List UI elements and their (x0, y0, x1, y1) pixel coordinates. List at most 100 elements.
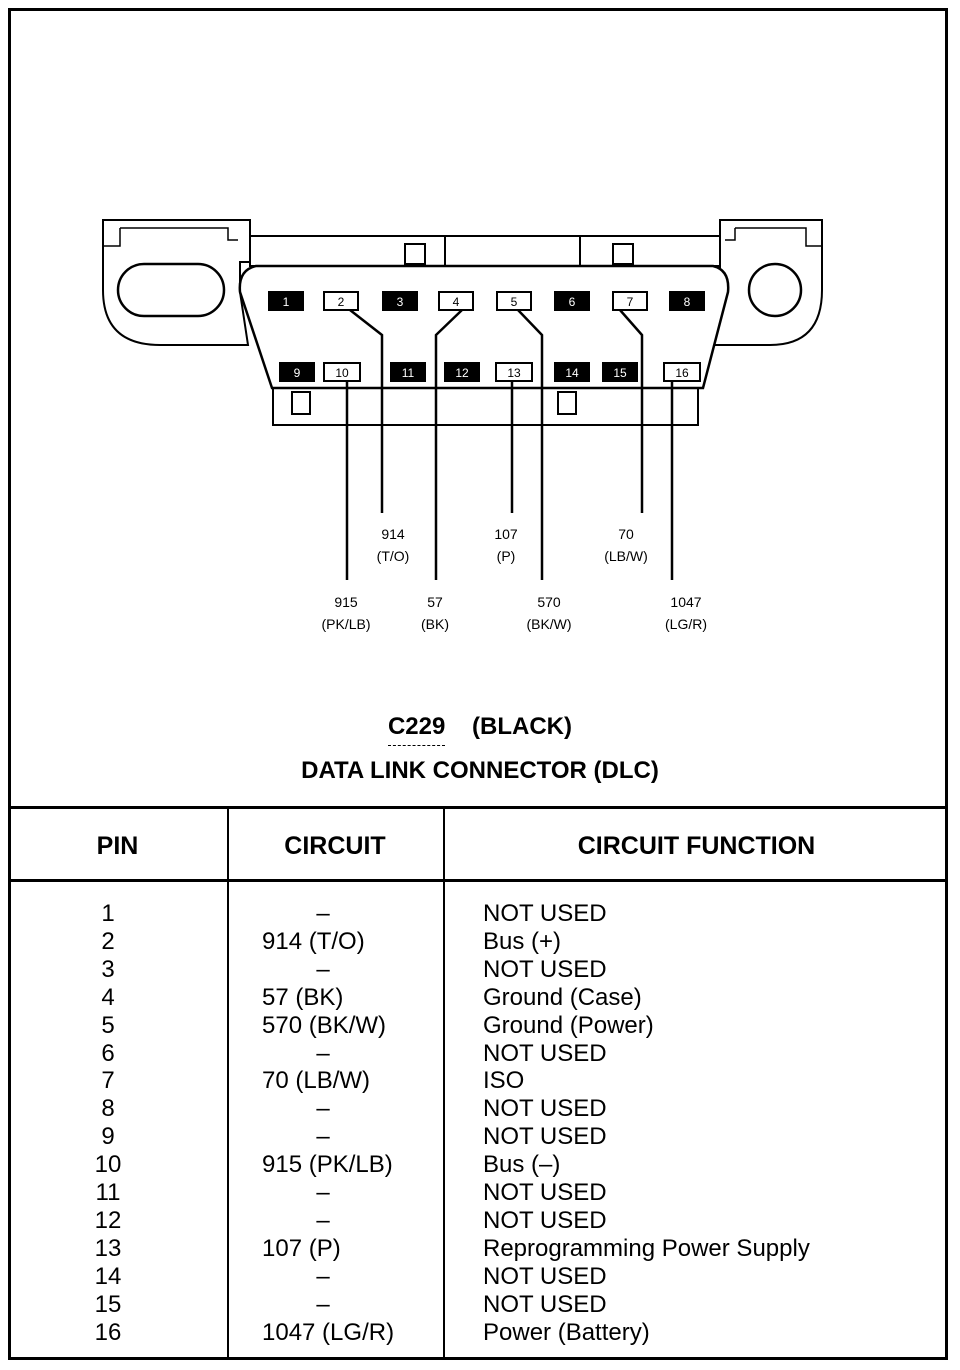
connector-id: C229 (387, 713, 446, 740)
table-row: 13 107 (P) Reprogramming Power Supply (8, 1235, 948, 1263)
table-row: 16 1047 (LG/R) Power (Battery) (8, 1319, 948, 1347)
pin-7: 7 (612, 291, 648, 311)
row-function: NOT USED (483, 955, 607, 983)
row-circuit: – (316, 1262, 330, 1290)
row-pin: 9 (101, 1123, 115, 1151)
svg-text:57: 57 (427, 594, 443, 610)
table-row: 10 915 (PK/LB) Bus (–) (8, 1151, 948, 1179)
svg-text:(P): (P) (497, 548, 516, 564)
svg-text:(PK/LB): (PK/LB) (321, 616, 370, 632)
svg-text:914: 914 (381, 526, 405, 542)
wire-label-57: 57 (BK) (421, 594, 449, 632)
table-header-divider (8, 879, 948, 882)
svg-text:1047: 1047 (670, 594, 701, 610)
svg-text:14: 14 (565, 366, 579, 380)
svg-text:(BK): (BK) (421, 616, 449, 632)
svg-text:6: 6 (569, 295, 576, 309)
row-function: Bus (–) (483, 1151, 561, 1179)
svg-text:10: 10 (335, 366, 349, 380)
svg-text:(LB/W): (LB/W) (604, 548, 648, 564)
row-pin: 8 (101, 1095, 115, 1123)
row-circuit: – (316, 1095, 330, 1123)
pin-4: 4 (438, 291, 474, 311)
row-circuit: – (316, 900, 330, 927)
row-circuit: – (316, 1179, 330, 1206)
svg-text:8: 8 (684, 295, 691, 309)
svg-text:(LG/R): (LG/R) (665, 616, 707, 632)
pin-13: 13 (495, 362, 533, 382)
pin-3: 3 (382, 291, 418, 311)
svg-text:915: 915 (334, 594, 358, 610)
table-top-border (8, 806, 948, 809)
row-pin: 10 (94, 1151, 122, 1179)
row-function: NOT USED (483, 1262, 607, 1290)
row-circuit: 107 (P) (262, 1234, 341, 1262)
row-pin: 2 (101, 927, 115, 955)
svg-text:(BK/W): (BK/W) (526, 616, 571, 632)
wire-pin-7 (619, 309, 644, 513)
pin-6: 6 (554, 291, 590, 311)
svg-text:7: 7 (627, 295, 634, 309)
svg-text:5: 5 (511, 295, 518, 309)
svg-text:16: 16 (675, 366, 689, 380)
svg-text:12: 12 (455, 366, 469, 380)
row-circuit: – (316, 1039, 330, 1067)
connector-name: DATA LINK CONNECTOR (DLC) (301, 757, 659, 784)
row-circuit: – (316, 955, 330, 983)
row-function: ISO (483, 1067, 525, 1095)
wire-pin-2 (349, 309, 384, 513)
row-pin: 11 (95, 1179, 121, 1206)
pin-8: 8 (669, 291, 705, 311)
pin-10: 10 (323, 362, 361, 382)
svg-text:13: 13 (507, 366, 521, 380)
row-function: Ground (Case) (483, 983, 642, 1011)
row-circuit: 914 (T/O) (262, 927, 365, 955)
wire-pin-4 (434, 309, 463, 580)
row-circuit: – (316, 1206, 330, 1234)
pin-5: 5 (496, 291, 532, 311)
row-pin: 5 (101, 1011, 115, 1039)
pin-15: 15 (602, 362, 638, 382)
svg-text:70: 70 (618, 526, 634, 542)
row-circuit: 915 (PK/LB) (262, 1151, 393, 1179)
table-row: 12–NOT USED (8, 1207, 948, 1235)
wire-pin-5 (517, 309, 544, 580)
row-circuit: 1047 (LG/R) (262, 1318, 395, 1346)
row-circuit: 70 (LB/W) (262, 1067, 371, 1095)
row-circuit: – (316, 1290, 330, 1318)
row-circuit: 570 (BK/W) (262, 1011, 387, 1039)
table-row: 14 – NOT USED (8, 1263, 948, 1291)
header-circuit: CIRCUIT (284, 832, 386, 860)
connector-title: C229 (BLACK) (0, 713, 960, 741)
pin-9: 9 (279, 362, 315, 382)
table-column-divider-2 (443, 806, 445, 1360)
row-function: NOT USED (483, 1039, 607, 1067)
table-row: 3 – NOT USED (8, 956, 948, 984)
pin-11: 11 (390, 362, 426, 382)
row-pin: 14 (94, 1262, 122, 1290)
row-pin: 16 (94, 1318, 122, 1346)
row-pin: 13 (94, 1234, 122, 1262)
row-function: Power (Battery) (483, 1318, 650, 1346)
svg-text:2: 2 (338, 295, 345, 309)
svg-text:570: 570 (537, 594, 561, 610)
wire-label-570: 570 (BK/W) (526, 594, 571, 632)
table-column-divider-1 (227, 806, 229, 1360)
table-row: 11–NOT USED (8, 1179, 948, 1207)
pin-16: 16 (663, 362, 701, 382)
pin-2: 2 (323, 291, 359, 311)
row-function: Reprogramming Power Supply (483, 1234, 810, 1262)
row-pin: 4 (101, 983, 115, 1011)
row-pin: 1 (101, 900, 115, 927)
row-pin: 3 (101, 955, 115, 983)
header-circuit-function: CIRCUIT FUNCTION (577, 832, 816, 860)
row-function: NOT USED (483, 1290, 607, 1318)
pin-12: 12 (444, 362, 480, 382)
svg-text:4: 4 (453, 295, 460, 309)
pin-1: 1 (268, 291, 304, 311)
svg-text:107: 107 (494, 526, 518, 542)
row-pin: 12 (94, 1206, 122, 1234)
svg-text:1: 1 (283, 295, 290, 309)
